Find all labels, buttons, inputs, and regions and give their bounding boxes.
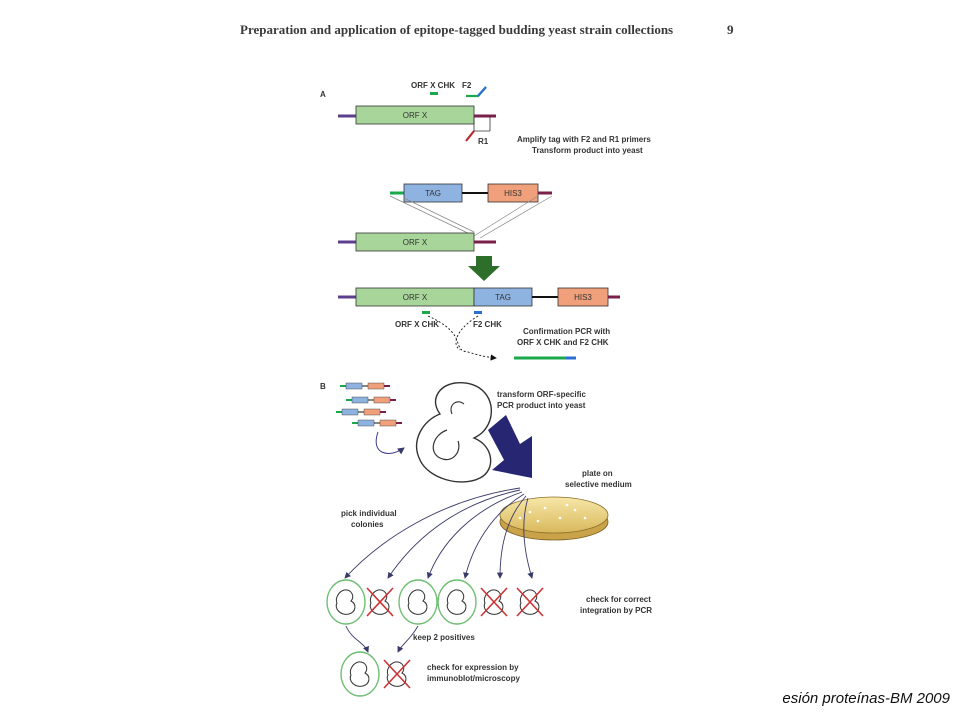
transform-text-line2: PCR product into yeast — [497, 401, 586, 410]
pick-text-line1: pick individual — [341, 509, 397, 518]
check-pcr-text-line1: check for correct — [586, 595, 651, 604]
transform-curved-arrow — [375, 431, 405, 455]
orf-x-label: ORF X — [403, 111, 428, 120]
panel-a-label: A — [320, 90, 326, 99]
amplify-text-line2: Transform product into yeast — [532, 146, 643, 155]
colony-rejected — [366, 587, 394, 617]
orf-x-label-3: ORF X — [403, 293, 428, 302]
pcr-dotted-arrow-left — [427, 315, 497, 361]
genomic-orf-row: ORF X ORF X CHK F2 R1 — [338, 81, 496, 146]
orf-x-chk-label: ORF X CHK — [411, 81, 455, 90]
integrated-construct-row: ORF X TAG HIS3 — [338, 287, 620, 314]
mini-constructs — [336, 382, 402, 427]
final-colony-rejected — [383, 659, 411, 689]
confirm-text-line1: Confirmation PCR with — [523, 327, 610, 336]
amplify-text-line1: Amplify tag with F2 and R1 primers — [517, 135, 651, 144]
check-pcr-text-line2: integration by PCR — [580, 606, 652, 615]
pick-text-line2: colonies — [351, 520, 384, 529]
f2-chk-primer — [474, 311, 482, 314]
navy-diagonal-arrow — [488, 415, 532, 478]
tag-label-top: TAG — [425, 189, 441, 198]
colony-row — [326, 579, 544, 625]
f2-chk-label: F2 CHK — [473, 320, 502, 329]
f2-label: F2 — [462, 81, 472, 90]
his3-label-top: HIS3 — [504, 189, 522, 198]
target-orf-row: ORF X — [338, 232, 496, 252]
tag-label-bottom: TAG — [495, 293, 511, 302]
orf-x-label-2: ORF X — [403, 238, 428, 247]
his3-label-bottom: HIS3 — [574, 293, 592, 302]
colony-rejected — [480, 587, 508, 617]
page-title: Preparation and application of epitope-t… — [240, 22, 674, 37]
colony-rejected — [516, 587, 544, 617]
plate-text-line2: selective medium — [565, 480, 632, 489]
page-number: 9 — [727, 22, 734, 37]
colony-positive — [437, 579, 477, 625]
footer-credit: esión proteínas-BM 2009 — [782, 690, 950, 707]
orf-x-chk-primer-bottom — [422, 311, 430, 314]
keep-arrow-right — [397, 625, 419, 653]
transform-text-line1: transform ORF-specific — [497, 390, 586, 399]
confirm-text-line2: ORF X CHK and F2 CHK — [517, 338, 609, 347]
r1-label: R1 — [478, 137, 489, 146]
check-expression-text-line1: check for expression by — [427, 663, 519, 672]
colony-positive — [398, 579, 438, 625]
keep-arrow-left — [345, 625, 369, 653]
budding-yeast-cell — [415, 382, 492, 483]
check-expression-text-line2: immunoblot/microscopy — [427, 674, 520, 683]
panel-b-label: B — [320, 382, 326, 391]
green-down-arrow — [468, 256, 500, 281]
final-colony-positive — [340, 651, 380, 697]
pick-arrows — [344, 487, 534, 579]
orf-x-chk-primer — [430, 92, 438, 95]
plate-text-line1: plate on — [582, 469, 613, 478]
pcr-product-row: TAG HIS3 — [389, 183, 553, 239]
petri-plate — [499, 496, 609, 541]
r1-primer — [465, 130, 475, 142]
keep-positives-text: keep 2 positives — [413, 633, 475, 642]
orf-x-chk-bottom-label: ORF X CHK — [395, 320, 439, 329]
colony-positive — [326, 579, 366, 625]
